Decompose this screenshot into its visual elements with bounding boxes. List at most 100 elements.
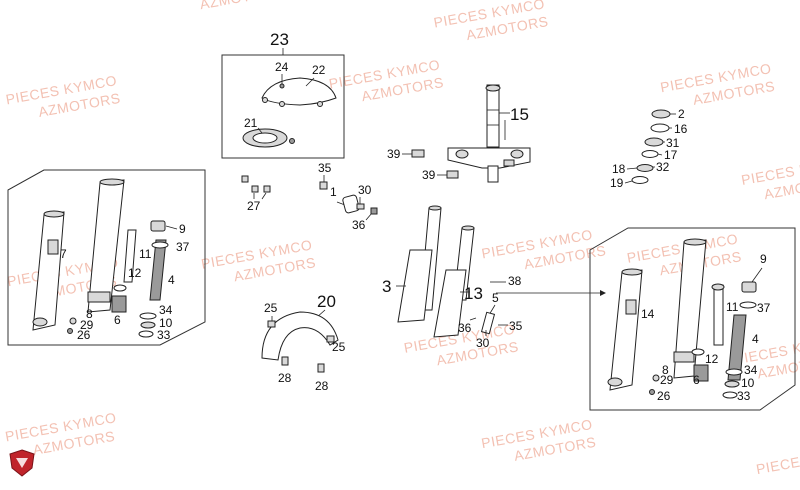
bolt-icon bbox=[319, 181, 328, 190]
part-13-slider bbox=[433, 269, 467, 338]
callout-28: 28 bbox=[315, 379, 329, 393]
callout-9: 9 bbox=[760, 252, 767, 266]
callout-10: 10 bbox=[159, 316, 173, 330]
bolt-icon bbox=[446, 170, 459, 179]
part-clamp bbox=[480, 311, 496, 335]
callout-20: 20 bbox=[317, 292, 336, 311]
callout-12: 12 bbox=[128, 266, 142, 280]
callout-14: 14 bbox=[641, 307, 655, 321]
part-15-stem bbox=[486, 84, 500, 148]
callout-22: 22 bbox=[312, 63, 326, 77]
group-fasteners-top: 35 27 1 30 36 bbox=[241, 161, 378, 232]
callout-37: 37 bbox=[757, 301, 771, 315]
callout-11: 11 bbox=[139, 247, 152, 261]
right-detail-frame bbox=[589, 227, 796, 411]
callout-8: 8 bbox=[86, 307, 93, 321]
watermark-top-mid: AZMOTORS bbox=[198, 0, 283, 12]
callout-21: 21 bbox=[244, 116, 258, 130]
callout-33: 33 bbox=[157, 328, 171, 342]
watermark-mid: PIECES KYMCO AZMOTORS bbox=[200, 236, 317, 284]
callout-4: 4 bbox=[168, 273, 175, 287]
screw-icon bbox=[317, 363, 325, 373]
callout-13: 13 bbox=[464, 284, 483, 303]
bolt-icon bbox=[411, 149, 425, 158]
part-9-cap bbox=[150, 220, 166, 232]
callout-32: 32 bbox=[656, 160, 670, 174]
watermark-layer: PIECES KYMCO AZMOTORS PIECES KYMCO AZMOT… bbox=[4, 0, 800, 477]
part-33-clip bbox=[138, 330, 154, 338]
watermark-center: PIECES KYMCO AZMOTORS bbox=[328, 56, 445, 104]
callout-28: 28 bbox=[278, 371, 292, 385]
callout-33: 33 bbox=[737, 389, 751, 403]
part-4-spring bbox=[149, 239, 167, 301]
part-2-nut bbox=[651, 109, 671, 119]
callout-34: 34 bbox=[159, 303, 173, 317]
callout-15: 15 bbox=[510, 105, 529, 124]
watermark-bottom-right: PIECES KYMCO bbox=[755, 442, 800, 477]
callout-29: 29 bbox=[660, 373, 674, 387]
screw-icon bbox=[267, 320, 276, 328]
callout-11: 11 bbox=[726, 300, 739, 314]
part-14-slider bbox=[609, 269, 643, 391]
callout-24: 24 bbox=[275, 60, 289, 74]
part-16-washer bbox=[650, 123, 670, 133]
group-bearing-stack: 2 16 31 17 18 32 19 bbox=[610, 107, 688, 190]
callout-39: 39 bbox=[387, 147, 401, 161]
part-11-damper-rod bbox=[713, 284, 724, 346]
watermark-text: PIECES KYMCO bbox=[755, 442, 800, 477]
part-10-seal bbox=[724, 380, 740, 388]
callout-1: 1 bbox=[330, 185, 337, 199]
group-23-cover: 23 24 22 21 bbox=[221, 30, 345, 159]
callout-23: 23 bbox=[270, 30, 289, 49]
callout-3: 3 bbox=[382, 277, 391, 296]
part-37-oring bbox=[151, 241, 169, 249]
callout-2: 2 bbox=[678, 107, 685, 121]
callout-9: 9 bbox=[179, 222, 186, 236]
watermark-left-top: PIECES KYMCO AZMOTORS bbox=[4, 72, 121, 120]
screw-icon bbox=[326, 335, 335, 343]
callout-36: 36 bbox=[352, 218, 366, 232]
part-10-seal bbox=[140, 321, 156, 329]
watermark-text: AZMOTORS bbox=[198, 0, 283, 12]
part-9-cap bbox=[741, 281, 757, 293]
callout-27: 27 bbox=[247, 199, 261, 213]
callout-39: 39 bbox=[422, 168, 436, 182]
group-left-fork-detail: 7 11 4 9 37 12 6 8 29 26 34 10 33 bbox=[7, 169, 206, 346]
callout-30: 30 bbox=[358, 183, 372, 197]
part-31-race bbox=[644, 137, 664, 147]
callout-35: 35 bbox=[318, 161, 332, 175]
nut-icon bbox=[263, 185, 271, 193]
callout-10: 10 bbox=[741, 376, 755, 390]
part-17-bearing bbox=[641, 150, 659, 158]
part-32-race bbox=[636, 164, 654, 172]
part-34-washer bbox=[725, 368, 743, 376]
part-37-oring bbox=[739, 301, 757, 309]
watermark-far-right: PIECES KYMCO AZMOTORS bbox=[740, 153, 800, 203]
callout-25: 25 bbox=[264, 301, 278, 315]
group-15-steering-stem: 15 39 39 bbox=[387, 84, 531, 183]
part-4-spring bbox=[727, 314, 747, 381]
callout-26: 26 bbox=[657, 389, 671, 403]
callout-29: 29 bbox=[80, 318, 94, 332]
part-33-clip bbox=[722, 391, 738, 399]
group-fork-legs: 3 13 38 5 36 35 30 bbox=[382, 205, 606, 350]
part-19-seal bbox=[631, 176, 649, 184]
part-6-spring bbox=[111, 295, 127, 313]
callout-7: 7 bbox=[60, 247, 67, 261]
kymco-shield-logo bbox=[9, 449, 35, 477]
callout-5: 5 bbox=[492, 291, 499, 305]
watermark-bottom-mid: PIECES KYMCO AZMOTORS bbox=[480, 416, 597, 464]
callout-26: 26 bbox=[77, 328, 91, 342]
callout-30: 30 bbox=[476, 336, 490, 350]
callout-12: 12 bbox=[705, 352, 719, 366]
part-3-slider bbox=[397, 249, 433, 323]
callout-25: 25 bbox=[332, 340, 346, 354]
group-right-fork-detail: 14 11 4 9 37 12 6 8 29 26 34 10 33 bbox=[589, 227, 796, 411]
callout-35: 35 bbox=[509, 319, 523, 333]
part-11-damper-rod bbox=[123, 229, 137, 283]
callout-36: 36 bbox=[458, 321, 472, 335]
callout-34: 34 bbox=[744, 363, 758, 377]
callout-8: 8 bbox=[662, 363, 669, 377]
